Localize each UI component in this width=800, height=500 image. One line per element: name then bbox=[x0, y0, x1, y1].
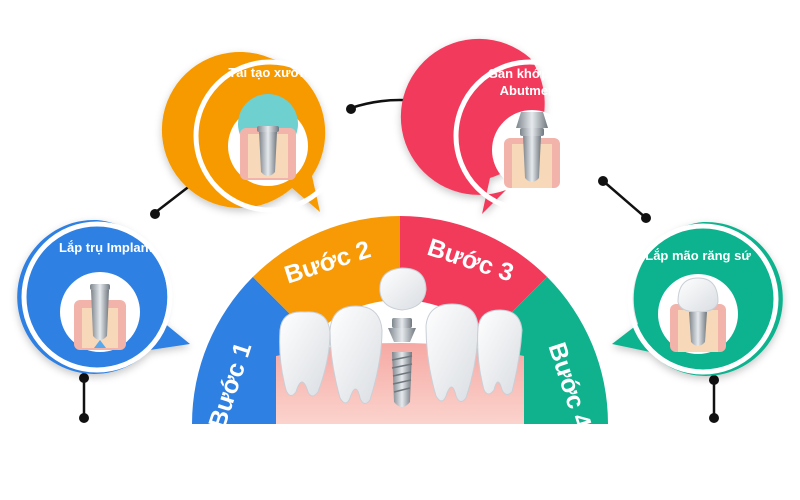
implant-post-icon bbox=[60, 272, 140, 352]
porcelain-crown-icon bbox=[658, 274, 738, 354]
dental-implant-illustration bbox=[276, 267, 524, 424]
bubble-step-4: Lắp mão răng sứ bbox=[612, 221, 783, 376]
bubble-step-3-shape bbox=[400, 38, 545, 214]
bubble-step-3: Gắn khớp nối Abutment bbox=[400, 38, 607, 214]
step-4-segment bbox=[487, 276, 608, 424]
bubble-step-3-title-line2: Abutment bbox=[500, 83, 561, 98]
steps-arch bbox=[192, 216, 608, 424]
bubble-step-3-title-line1: Gắn khớp nối bbox=[488, 66, 572, 81]
step-3-segment bbox=[400, 216, 548, 337]
bubble-step-2: Tái tạo xương bbox=[161, 51, 347, 213]
bubble-step-1: Lắp trụ Implant bbox=[17, 219, 190, 374]
bubble-step-1-title: Lắp trụ Implant bbox=[59, 240, 154, 255]
abutment-icon bbox=[492, 110, 572, 190]
bubble-step-4-title: Lắp mão răng sứ bbox=[645, 248, 751, 263]
bubble-step-2-title: Tái tạo xương bbox=[228, 65, 315, 80]
step-2-segment bbox=[252, 216, 400, 337]
bone-graft-icon bbox=[228, 94, 308, 186]
step-1-segment bbox=[192, 276, 313, 424]
